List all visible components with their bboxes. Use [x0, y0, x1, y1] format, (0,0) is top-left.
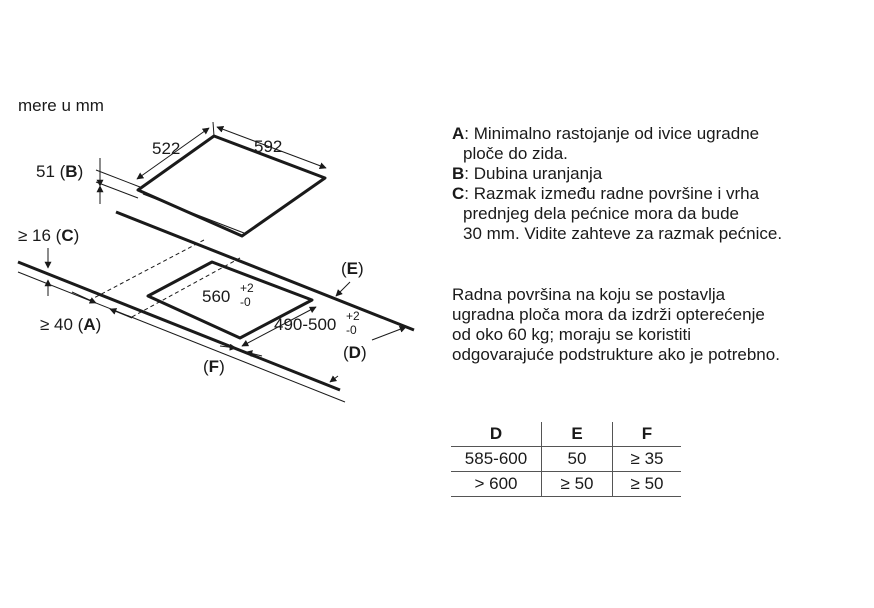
dim-line-d — [371, 325, 407, 341]
ext-line-b1 — [95, 169, 141, 188]
table-header: F — [612, 422, 681, 447]
table-cell: ≥ 50 — [612, 471, 681, 497]
cutout-depth-label: 560 — [202, 287, 230, 306]
note-line: odgovarajuće podstrukture ako je potrebn… — [452, 345, 780, 364]
ext-line — [212, 121, 215, 137]
legend-key: A — [452, 124, 465, 143]
dim-width-label: 592 — [254, 137, 282, 156]
load-note: Radna površina na koju se postavlja ugra… — [452, 285, 780, 365]
table-header: E — [541, 422, 613, 447]
cutout-width-tol-minus: -0 — [346, 323, 357, 337]
note-line: ugradna ploča mora da izdrži opterećenje — [452, 305, 765, 324]
cutout-depth-tol-minus: -0 — [240, 295, 251, 309]
legend-text: 30 mm. Vidite zahteve za razmak pećnice. — [463, 224, 783, 243]
legend-text: : Minimalno rastojanje od ivice ugradne — [464, 124, 760, 143]
dim-b-label: 51 (B) — [36, 162, 83, 181]
worktop-front-edge-2 — [17, 271, 346, 403]
legend-c: C : Razmak između radne površine i vrha — [452, 184, 782, 204]
legend: A : Minimalno rastojanje od ivice ugradn… — [452, 124, 782, 244]
dim-line-a — [71, 291, 97, 304]
dim-line-cutout-width — [241, 306, 317, 347]
note-line: od oko 60 kg; moraju se koristiti — [452, 325, 692, 344]
dim-line-depth — [136, 127, 210, 180]
table-cell: > 600 — [451, 471, 542, 497]
label-f: (F) — [203, 357, 225, 376]
table-row: > 600 ≥ 50 ≥ 50 — [451, 471, 681, 497]
table-cell: 585-600 — [451, 446, 542, 472]
label-d: (D) — [343, 343, 367, 362]
dim-line-a2 — [109, 308, 133, 319]
table-row: 585-600 50 ≥ 35 — [451, 446, 681, 472]
legend-text: prednjeg dela pećnice mora da bude — [463, 204, 739, 223]
legend-key: B — [452, 164, 465, 183]
cutout-depth-tol-plus: +2 — [240, 281, 254, 295]
table-header: D — [451, 422, 542, 447]
hob-inner-edge — [142, 193, 245, 234]
distance-table: D E F 585-600 50 ≥ 35 > 600 ≥ 50 ≥ 50 — [451, 422, 681, 497]
table-cell: ≥ 50 — [541, 471, 613, 497]
cutout-width-tol-plus: +2 — [346, 309, 360, 323]
cutout-width-label: 490-500 — [274, 315, 336, 334]
legend-b: B : Dubina uranjanja — [452, 164, 782, 184]
legend-text: : Razmak između radne površine i vrha — [464, 184, 760, 203]
legend-text: ploče do zida. — [463, 144, 568, 163]
projection-dash-1 — [89, 239, 205, 301]
dim-c-label: ≥ 16 (C) — [18, 226, 79, 245]
label-e: (E) — [341, 259, 364, 278]
dim-a-label: ≥ 40 (A) — [40, 315, 101, 334]
table-cell: 50 — [541, 446, 613, 472]
legend-key: C — [452, 184, 465, 203]
dim-line-width — [216, 125, 327, 170]
legend-a: A : Minimalno rastojanje od ivice ugradn… — [452, 124, 782, 144]
dim-depth-label: 522 — [152, 139, 180, 158]
table-header-row: D E F — [451, 422, 681, 447]
worktop-front-edge — [17, 260, 341, 392]
legend-text: : Dubina uranjanja — [464, 164, 603, 183]
note-line: Radna površina na koju se postavlja — [452, 285, 726, 304]
dim-line-e — [335, 281, 351, 297]
ext-line-b2 — [95, 181, 139, 199]
units-label: mere u mm — [18, 96, 104, 115]
dim-line-d2 — [329, 375, 339, 383]
dim-line-f2 — [245, 350, 263, 357]
dim-line-f — [219, 343, 237, 351]
table-cell: ≥ 35 — [612, 446, 681, 472]
back-worktop-edge — [115, 210, 415, 332]
cutout-outline — [146, 260, 314, 340]
